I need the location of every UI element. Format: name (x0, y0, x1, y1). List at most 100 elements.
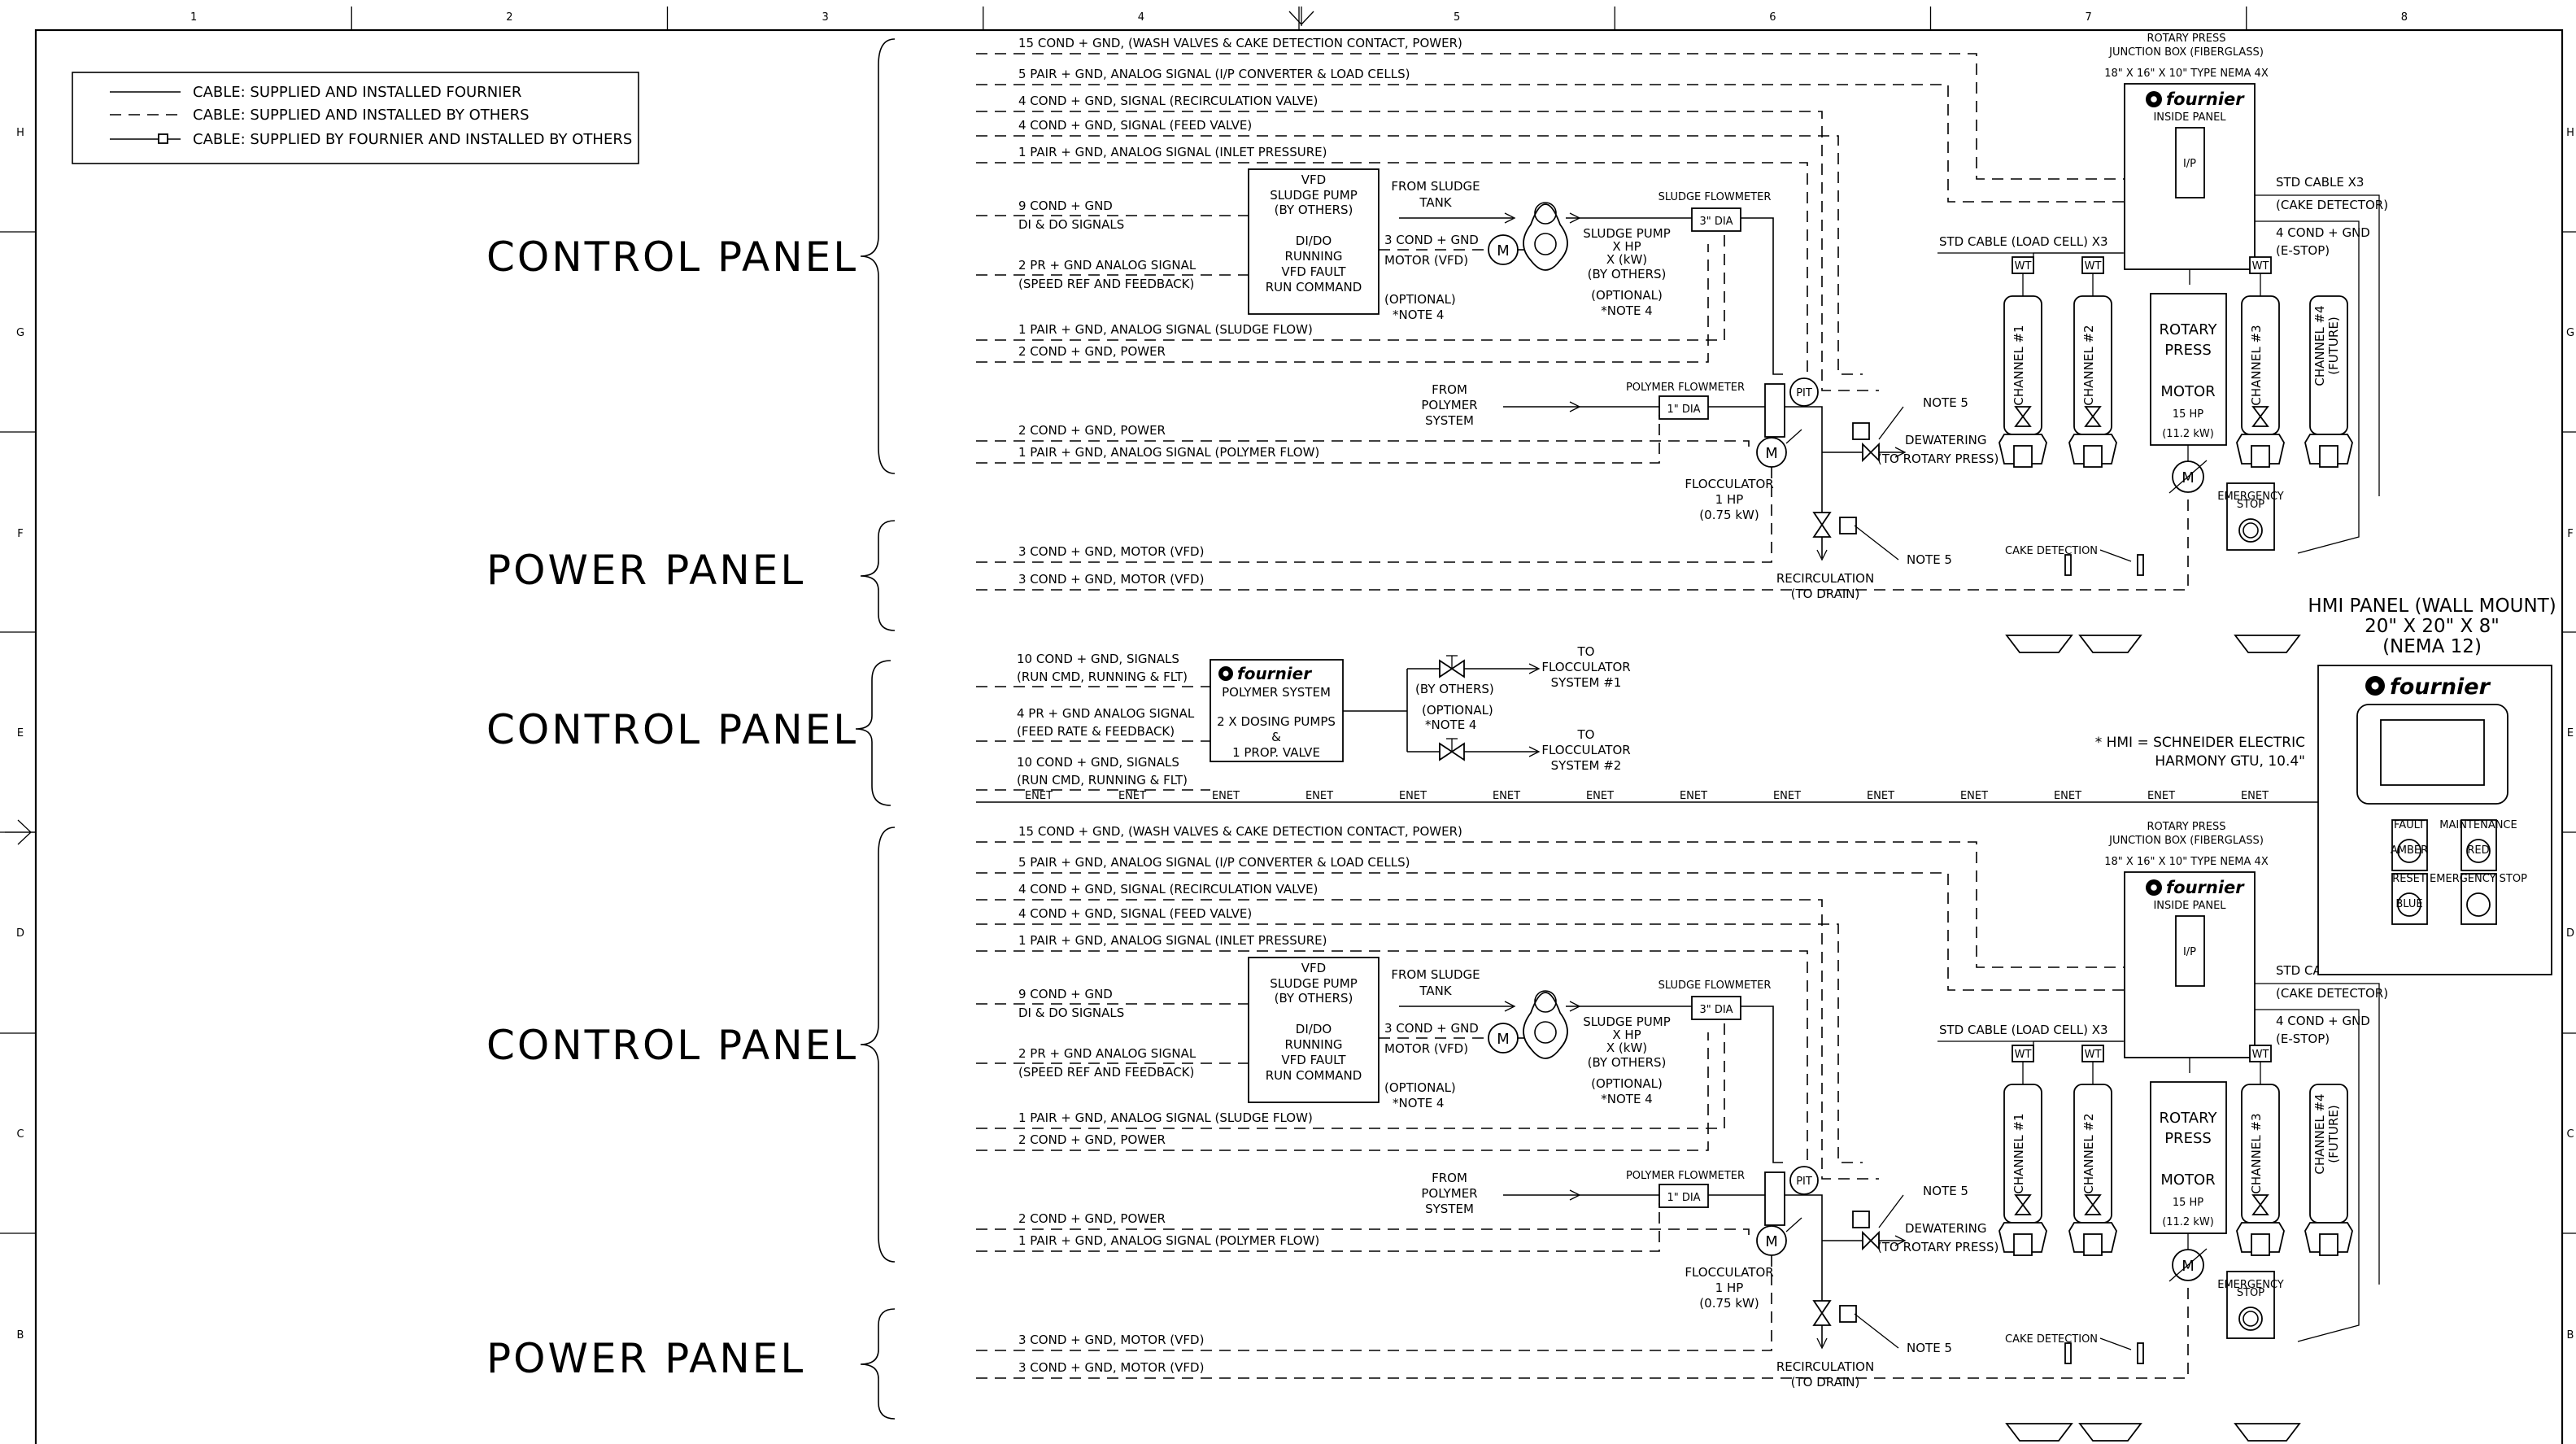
cable-label-2: 4 COND + GND, SIGNAL (RECIRCULATION VALV… (1018, 882, 1318, 897)
recirculation-sub: (TO DRAIN) (1791, 587, 1860, 601)
fournier-logo-hmi: fournier (2365, 674, 2491, 700)
power-cable-1: 3 COND + GND, MOTOR (VFD) (1018, 1360, 1204, 1375)
cable-label-5: 9 COND + GND (1018, 987, 1113, 1001)
enet-label-0: ENET (1025, 790, 1053, 802)
control-panel-label: CONTROL PANEL (486, 1022, 858, 1069)
svg-text:fournier: fournier (1237, 664, 1312, 683)
vfd-text-4: RUNNING (1284, 249, 1342, 264)
enet-label-5: ENET (1493, 790, 1520, 802)
std-cable-load: STD CABLE (LOAD CELL) X3 (1939, 1023, 2108, 1037)
row-marker-right-E: E (2567, 727, 2574, 739)
flocculator-hp: 1 HP (1715, 1280, 1744, 1295)
col-marker-3: 3 (822, 11, 828, 24)
vfd-text-2: (BY OTHERS) (1275, 991, 1353, 1006)
polymer-input-0: 10 COND + GND, SIGNALS (1017, 652, 1179, 666)
ip-converter: I/P (2183, 946, 2196, 958)
row-marker-G: G (16, 327, 24, 339)
from-sludge-tank-2: TANK (1419, 195, 1452, 210)
motor-cable-label: 3 COND + GND (1384, 233, 1479, 247)
estop-text: EMERGENCY (2217, 1279, 2284, 1291)
std-cable-cake-sub: (CAKE DETECTOR) (2276, 198, 2388, 212)
motor-cable-sub: MOTOR (VFD) (1384, 253, 1468, 268)
row-marker-right-D: D (2566, 927, 2574, 940)
recirculation-label: RECIRCULATION (1776, 571, 1874, 586)
polymer-box-valve: 1 PROP. VALVE (1232, 745, 1320, 760)
sludge-pump-text-5: *NOTE 4 (1601, 303, 1652, 318)
sludge-pump-text-4: (OPTIONAL) (1591, 288, 1663, 303)
dewatering-label: DEWATERING (1905, 1221, 1986, 1236)
polymer-input-5: (RUN CMD, RUNNING & FLT) (1017, 773, 1188, 787)
hmi-panel: HMI PANEL (WALL MOUNT) 20" X 20" X 8" (N… (2095, 595, 2556, 975)
press-motor-text-2: MOTOR (2160, 1171, 2215, 1189)
vfd-text-6: RUN COMMAND (1266, 1068, 1362, 1083)
cable-label-7: 2 PR + GND ANALOG SIGNAL (1018, 1046, 1196, 1061)
cable-label-1: 5 PAIR + GND, ANALOG SIGNAL (I/P CONVERT… (1018, 855, 1410, 870)
hmi-note-1: * HMI = SCHNEIDER ELECTRIC (2095, 735, 2305, 751)
cable-label-8: (SPEED REF AND FEEDBACK) (1018, 277, 1194, 291)
vfd-text-6: RUN COMMAND (1266, 280, 1362, 294)
to-floc2-b: FLOCCULATOR (1541, 743, 1630, 757)
vfd-text-3: DI/DO (1296, 233, 1332, 248)
fournier-logo-polymer: fournier (1218, 664, 1312, 683)
cable-label-6: DI & DO SIGNALS (1018, 217, 1124, 232)
estop-cable: 4 COND + GND (2276, 1014, 2370, 1028)
row-marker-D: D (16, 927, 24, 940)
sludge-pump-text-0: SLUDGE PUMP (1583, 226, 1671, 241)
to-floc1-a: TO (1577, 644, 1595, 659)
col-marker-6: 6 (1769, 11, 1776, 24)
recirculation-label: RECIRCULATION (1776, 1359, 1874, 1374)
press-motor-text-1: PRESS (2164, 1130, 2212, 1147)
cable-label-9: 1 PAIR + GND, ANALOG SIGNAL (SLUDGE FLOW… (1018, 322, 1313, 337)
flocculator-motor-m: M (1765, 445, 1778, 462)
to-floc2-c: SYSTEM #2 (1551, 758, 1622, 773)
enet-label-4: ENET (1399, 790, 1427, 802)
power-cable-0: 3 COND + GND, MOTOR (VFD) (1018, 1333, 1204, 1347)
channel-label-2: CHANNEL #2 (2081, 325, 2096, 405)
to-floc2-a: TO (1577, 727, 1595, 742)
col-marker-2: 2 (506, 11, 512, 24)
polymer-flowmeter-label: POLYMER FLOWMETER (1626, 1170, 1745, 1182)
to-floc1-c: SYSTEM #1 (1551, 675, 1622, 690)
polymer-box-title: POLYMER SYSTEM (1222, 685, 1331, 700)
pit-instrument: PIT (1796, 1176, 1812, 1188)
legend-item-supplied-fournier-installed-others: CABLE: SUPPLIED BY FOURNIER AND INSTALLE… (193, 131, 632, 148)
row-marker-right-F: F (2567, 528, 2573, 540)
row-marker-C: C (16, 1128, 24, 1141)
flocculator-kw: (0.75 kW) (1699, 1296, 1759, 1311)
polymer-flowmeter-label: POLYMER FLOWMETER (1626, 382, 1745, 394)
press-motor-text-4: (11.2 kW) (2162, 1216, 2214, 1228)
channel-label-1: CHANNEL #1 (2012, 325, 2026, 405)
svg-text:fournier: fournier (2166, 89, 2245, 109)
channel-label-4-future: (FUTURE) (2326, 1105, 2341, 1163)
note5-lower: NOTE 5 (1907, 552, 1952, 567)
channel-unit-4: CHANNEL #4(FUTURE) (2304, 295, 2353, 468)
col-marker-7: 7 (2085, 11, 2091, 24)
vfd-text-0: VFD (1301, 172, 1326, 187)
power-cable-1: 3 COND + GND, MOTOR (VFD) (1018, 572, 1204, 587)
vfd-text-1: SLUDGE PUMP (1270, 188, 1358, 203)
cake-detection-label: CAKE DETECTION (2005, 545, 2098, 557)
vfd-note4: *NOTE 4 (1393, 308, 1444, 322)
channel-label-4: CHANNEL #4 (2312, 305, 2327, 386)
vfd-text-3: DI/DO (1296, 1022, 1332, 1036)
recirculation-sub: (TO DRAIN) (1791, 1375, 1860, 1389)
cable-label-5: 9 COND + GND (1018, 198, 1113, 213)
hmi-button-3[interactable]: EMERGENCY STOP (2430, 873, 2527, 925)
enet-label-3: ENET (1305, 790, 1333, 802)
load-cell-wt-1: WT (2015, 260, 2032, 273)
cable-label-6: DI & DO SIGNALS (1018, 1006, 1124, 1020)
col-marker-4: 4 (1138, 11, 1144, 24)
cable-label-4: 1 PAIR + GND, ANALOG SIGNAL (INLET PRESS… (1018, 933, 1327, 948)
hmi-size: 20" X 20" X 8" (2365, 616, 2500, 637)
row-marker-right-B: B (2567, 1329, 2574, 1341)
